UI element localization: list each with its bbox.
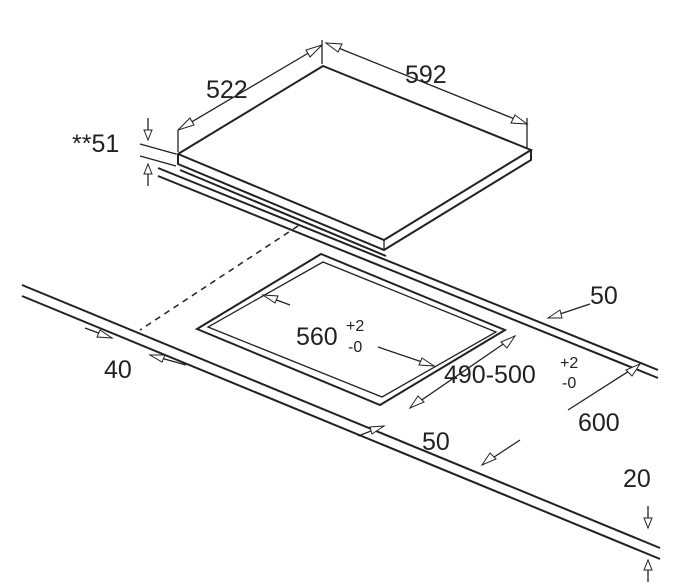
hob xyxy=(175,64,534,257)
hob-side-edge xyxy=(177,150,532,252)
cutout-inner xyxy=(206,261,498,398)
worktop-dimension-lines xyxy=(84,303,653,582)
cutout-depth-label: 490-500 xyxy=(444,361,536,389)
front-alignment-dashed xyxy=(139,225,299,331)
cutout-outer xyxy=(194,252,508,407)
dimension-labels: 522 592 **51 560 +2 -0 490-500 +2 -0 40 … xyxy=(72,61,651,493)
hob-height-label: **51 xyxy=(72,130,119,158)
cutout-depth-tol-minus: -0 xyxy=(562,375,576,392)
hob-depth-label: 522 xyxy=(206,76,248,104)
worktop-thickness-label: 20 xyxy=(623,465,651,493)
front-distance-label: 40 xyxy=(104,356,132,384)
worktop xyxy=(21,167,661,560)
back-distance-label: 50 xyxy=(590,282,618,310)
hob-bottom-frame xyxy=(179,169,387,257)
hob-dimension-lines xyxy=(139,40,529,186)
worktop-depth-label: 600 xyxy=(578,409,620,437)
side-distance-label: 50 xyxy=(422,428,450,456)
cutout-width-tol-minus: -0 xyxy=(348,339,362,356)
cutout-width-tol-plus: +2 xyxy=(346,318,364,335)
hob-width-label: 592 xyxy=(405,61,447,89)
worktop-front-edge xyxy=(21,284,661,549)
cutout-width-label: 560 xyxy=(296,323,338,351)
cutout-depth-tol-plus: +2 xyxy=(560,355,578,372)
cutout xyxy=(194,252,508,407)
worktop-back-edge xyxy=(157,167,659,371)
cutout-dimension-lines xyxy=(261,294,517,410)
